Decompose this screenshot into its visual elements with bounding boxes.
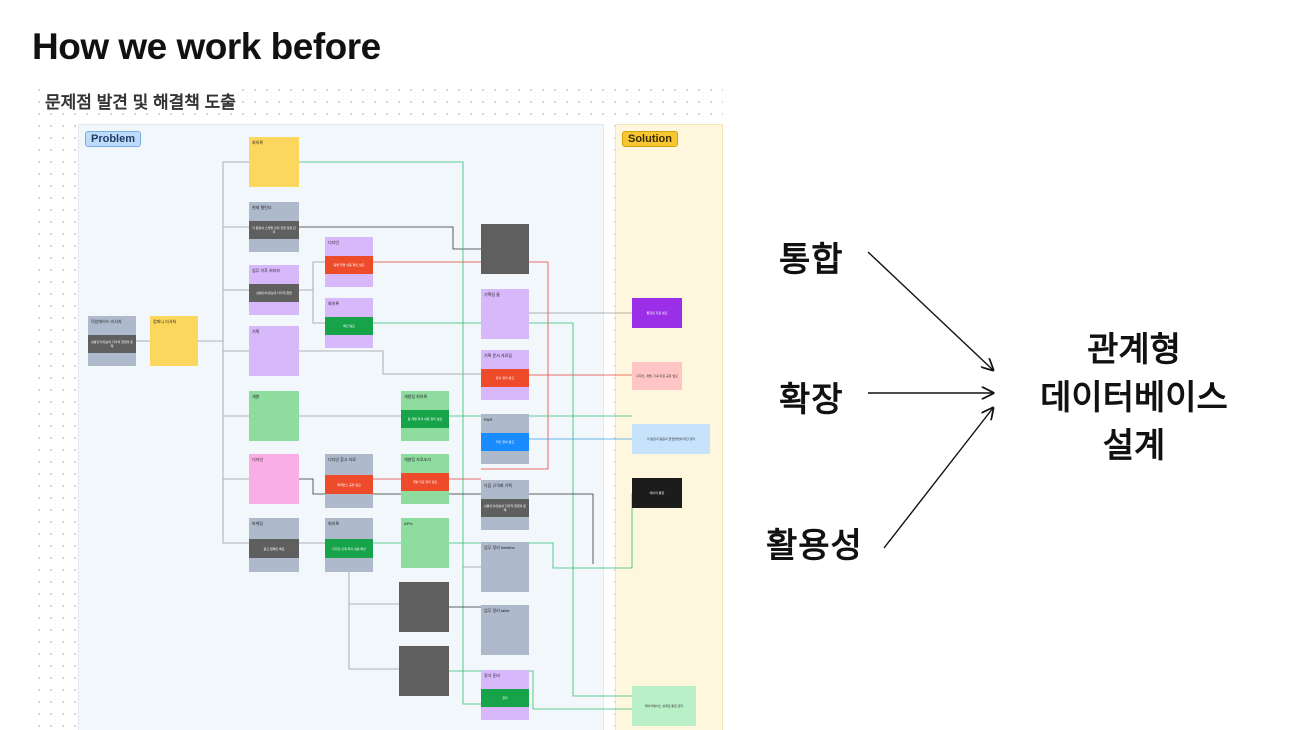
card-band: 역할 정의 필요 — [481, 433, 529, 451]
sticky-card[interactable] — [481, 224, 529, 274]
card-title: 덕업에이드 리서처 — [91, 319, 122, 324]
card-title: APIs — [404, 521, 413, 526]
connector-line — [299, 261, 325, 291]
sticky-card[interactable]: 업무 정리 timeline — [481, 542, 529, 592]
connector-lines — [136, 161, 633, 710]
connector-line — [348, 604, 399, 670]
card-title: 디자인 참고 자료 — [328, 457, 356, 462]
card-title: 정식 준비 — [484, 673, 500, 678]
sticky-card[interactable]: 기획팀 룸 — [481, 289, 529, 339]
sticky-card[interactable]: 기획 — [249, 326, 299, 376]
connector-line — [299, 226, 481, 250]
sticky-card[interactable]: 컴퍼니 리서처 — [150, 316, 198, 366]
keyword-integration: 통합 — [779, 241, 844, 279]
card-band: 각 팀장의 스케줄 관리 진행 일정 관리 — [249, 221, 299, 239]
card-band: 팀별 작업 내용 확인 필요 — [325, 256, 373, 274]
card-title: 개발팀 자료조사 — [404, 457, 431, 462]
solution-card[interactable]: 통합된 자료 필요 — [632, 298, 682, 328]
sticky-card[interactable]: R&R 역할 정의 필요 — [481, 414, 529, 464]
sticky-card[interactable] — [399, 646, 449, 696]
sticky-card[interactable]: 개발 — [249, 391, 299, 441]
board-title: 문제점 발견 및 해결책 도출 — [41, 88, 240, 113]
sticky-card[interactable]: 디자인 — [249, 454, 299, 504]
card-title: 디자인 — [328, 240, 340, 245]
card-title: 디자인 — [252, 457, 264, 462]
connector-line — [198, 161, 249, 342]
result-line-2: 데이터베이스 — [1040, 379, 1228, 417]
card-band: 디자인 단계 회의 내용 확인 — [325, 539, 373, 558]
card-band: 팀 개발 회의 내용 정리 필요 — [401, 410, 449, 428]
card-band: 확인 필요 — [325, 317, 373, 335]
card-band: 정리 — [481, 689, 529, 707]
connector-line — [312, 290, 325, 324]
card-band: 문서 정리 필요 — [481, 369, 529, 387]
solution-card[interactable]: 데이터베이스 설계로 통합 관리 — [632, 686, 696, 726]
card-band: 광고 캠페인 배포 — [249, 539, 299, 558]
card-title: 회의록 — [328, 521, 340, 526]
card-band: 상황인식/정보의 다각적 협업의 문제 — [481, 499, 529, 517]
page-heading: How we work before — [32, 26, 381, 67]
sticky-card[interactable]: 회의록 — [249, 137, 299, 187]
solution-card[interactable]: 디자인, 개발, 기획 자료 공유 필요 — [632, 362, 682, 390]
solution-label: Solution — [622, 131, 678, 147]
connector-line — [299, 350, 481, 375]
card-title: 개발팀 회의록 — [404, 394, 428, 399]
card-band: 레퍼런스 공유 필요 — [325, 475, 373, 494]
card-title: 기획 문서 자료집 — [484, 353, 512, 358]
card-title: 다음 규격화 기획 — [484, 483, 512, 488]
connector-line — [222, 341, 249, 544]
card-title: 업무 정리 timeline — [484, 545, 515, 550]
card-title: 마케팅 — [252, 521, 264, 526]
connector-line — [373, 322, 632, 697]
sticky-card[interactable]: 업무 정리 table — [481, 605, 529, 655]
card-title: 회의록 — [252, 140, 264, 145]
card-title: 업무 이후 처리자 — [252, 268, 280, 273]
card-title: 컴퍼니 리서처 — [153, 319, 177, 324]
card-title: 현재 캘린더 — [252, 205, 272, 210]
sticky-card[interactable]: APIs — [401, 518, 449, 568]
keyword-usability: 활용성 — [766, 527, 863, 565]
result-text: 관계형 데이터베이스 설계 — [1018, 326, 1250, 470]
solution-card[interactable]: 데이터 통합 — [632, 478, 682, 508]
keyword-expansion: 확장 — [779, 381, 844, 419]
sticky-card[interactable] — [399, 582, 449, 632]
card-title: 기획팀 룸 — [484, 292, 500, 297]
arrow-integration — [867, 251, 993, 370]
connector-line — [373, 261, 549, 470]
problem-label: Problem — [85, 131, 142, 147]
result-line-1: 관계형 — [1087, 331, 1181, 369]
card-title: R&R — [484, 417, 493, 422]
card-title: 개발 — [252, 394, 260, 399]
card-title: 기획 — [252, 329, 260, 334]
card-band: 상황인식/정보의 다각적 협업 — [249, 284, 299, 302]
card-band: 상황인식/정보의 다각적 협업의 문제 — [88, 335, 136, 353]
connector-line — [299, 161, 481, 705]
card-title: 회의록 — [328, 301, 340, 306]
card-title: 업무 정리 table — [484, 608, 510, 613]
card-band: 개발 자료 정리 필요 — [401, 473, 449, 491]
solution-card[interactable]: 각 팀장과 팀원의 협업방법에 대한 정리 — [632, 424, 710, 454]
result-line-3: 설계 — [1102, 427, 1166, 465]
arrow-usability — [883, 408, 993, 549]
